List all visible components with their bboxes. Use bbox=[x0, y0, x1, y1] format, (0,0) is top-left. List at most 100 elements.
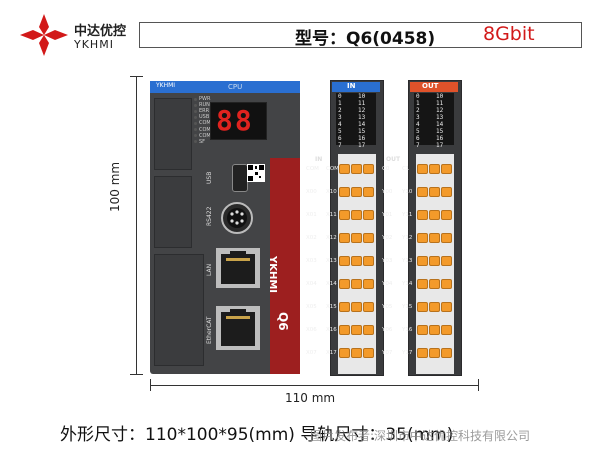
height-dimension-line bbox=[136, 76, 137, 374]
terminal-label: Y02 bbox=[382, 235, 393, 241]
terminal-label: Y11 bbox=[402, 212, 413, 218]
terminal-clamp[interactable] bbox=[351, 164, 362, 174]
ethercat-port[interactable] bbox=[216, 306, 260, 350]
terminal-clamp[interactable] bbox=[441, 279, 452, 289]
terminal-clamp[interactable] bbox=[417, 233, 428, 243]
terminal-clamp[interactable] bbox=[339, 279, 350, 289]
terminal-label: COM bbox=[326, 166, 339, 172]
rs422-port[interactable] bbox=[220, 201, 254, 235]
usb-port-label: USB bbox=[206, 171, 213, 184]
terminal-clamp[interactable] bbox=[339, 256, 350, 266]
terminal-clamp[interactable] bbox=[363, 210, 374, 220]
output-terminal-header: OUT bbox=[386, 156, 401, 163]
model-title: 型号：Q6(0458) bbox=[295, 29, 436, 49]
cpu-cover-panel bbox=[154, 98, 192, 170]
terminal-clamp[interactable] bbox=[441, 302, 452, 312]
brand-name-cn: 中达优控 bbox=[74, 24, 127, 39]
terminal-clamp[interactable] bbox=[429, 256, 440, 266]
terminal-clamp[interactable] bbox=[363, 279, 374, 289]
terminal-clamp[interactable] bbox=[417, 348, 428, 358]
terminal-clamp[interactable] bbox=[441, 187, 452, 197]
terminal-clamp[interactable] bbox=[363, 348, 374, 358]
terminal-clamp[interactable] bbox=[441, 233, 452, 243]
qr-code-icon bbox=[247, 164, 265, 182]
output-led-numbers: 0 1 2 3 4 5 6 7 bbox=[416, 93, 420, 149]
terminal-clamp[interactable] bbox=[441, 256, 452, 266]
terminal-clamp[interactable] bbox=[339, 164, 350, 174]
terminal-label: Y00 bbox=[382, 189, 393, 195]
terminal-clamp[interactable] bbox=[351, 210, 362, 220]
status-led: COM1 bbox=[194, 120, 214, 126]
width-tick-right bbox=[478, 379, 479, 391]
terminal-clamp[interactable] bbox=[417, 279, 428, 289]
terminal-label: Y07 bbox=[382, 350, 393, 356]
terminal-clamp[interactable] bbox=[429, 233, 440, 243]
terminal-clamp[interactable] bbox=[417, 210, 428, 220]
terminal-clamp[interactable] bbox=[351, 187, 362, 197]
terminal-clamp[interactable] bbox=[417, 164, 428, 174]
terminal-clamp[interactable] bbox=[363, 164, 374, 174]
cpu-label: CPU bbox=[228, 83, 243, 91]
terminal-clamp[interactable] bbox=[351, 348, 362, 358]
terminal-clamp[interactable] bbox=[351, 302, 362, 312]
terminal-clamp[interactable] bbox=[339, 233, 350, 243]
terminal-clamp[interactable] bbox=[339, 302, 350, 312]
usb-port[interactable] bbox=[232, 164, 248, 192]
input-terminal-header: IN bbox=[315, 156, 323, 163]
terminal-clamp[interactable] bbox=[339, 187, 350, 197]
terminal-clamp[interactable] bbox=[429, 302, 440, 312]
brand-strip bbox=[270, 158, 300, 374]
terminal-label: Y12 bbox=[402, 235, 413, 241]
terminal-clamp[interactable] bbox=[363, 187, 374, 197]
terminal-clamp[interactable] bbox=[351, 233, 362, 243]
terminal-clamp[interactable] bbox=[441, 210, 452, 220]
terminal-label: Y13 bbox=[402, 258, 413, 264]
terminal-clamp[interactable] bbox=[417, 187, 428, 197]
status-led: SF bbox=[194, 139, 214, 145]
terminal-clamp[interactable] bbox=[363, 256, 374, 266]
terminal-clamp[interactable] bbox=[429, 164, 440, 174]
terminal-clamp[interactable] bbox=[429, 210, 440, 220]
terminal-label: X11 bbox=[326, 212, 337, 218]
terminal-label: COM bbox=[306, 166, 319, 172]
cpu-header-bar bbox=[150, 81, 300, 93]
terminal-clamp[interactable] bbox=[363, 302, 374, 312]
terminal-clamp[interactable] bbox=[351, 256, 362, 266]
terminal-label: X14 bbox=[326, 281, 337, 287]
terminal-label: X05 bbox=[306, 304, 317, 310]
cpu-cover-panel bbox=[154, 176, 192, 248]
input-module-header bbox=[332, 82, 380, 92]
terminal-clamp[interactable] bbox=[441, 348, 452, 358]
terminal-clamp[interactable] bbox=[441, 325, 452, 335]
terminal-clamp[interactable] bbox=[351, 279, 362, 289]
lan-port[interactable] bbox=[216, 248, 260, 288]
cpu-cover-panel bbox=[154, 254, 204, 366]
terminal-clamp[interactable] bbox=[429, 279, 440, 289]
lan-port-label: LAN bbox=[206, 263, 213, 276]
terminal-clamp[interactable] bbox=[429, 325, 440, 335]
terminal-clamp[interactable] bbox=[429, 187, 440, 197]
status-led: RUN bbox=[194, 102, 214, 108]
terminal-clamp[interactable] bbox=[417, 256, 428, 266]
seven-segment-display bbox=[210, 102, 267, 140]
terminal-clamp[interactable] bbox=[339, 325, 350, 335]
terminal-clamp[interactable] bbox=[429, 348, 440, 358]
terminal-clamp[interactable] bbox=[363, 325, 374, 335]
output-module-title: OUT bbox=[422, 82, 439, 90]
terminal-clamp[interactable] bbox=[363, 233, 374, 243]
terminal-clamp[interactable] bbox=[351, 325, 362, 335]
terminal-clamp[interactable] bbox=[417, 302, 428, 312]
terminal-label: Y06 bbox=[382, 327, 393, 333]
terminal-label: Y05 bbox=[382, 304, 393, 310]
terminal-clamp[interactable] bbox=[339, 348, 350, 358]
height-tick-bottom bbox=[130, 374, 143, 375]
model-box bbox=[139, 22, 582, 48]
terminal-label: X06 bbox=[306, 327, 317, 333]
dimension-spec: 外形尺寸：110*100*95(mm) 导轨尺寸：35(mm) bbox=[60, 425, 454, 445]
terminal-clamp[interactable] bbox=[441, 164, 452, 174]
terminal-clamp[interactable] bbox=[339, 210, 350, 220]
terminal-label: X07 bbox=[306, 350, 317, 356]
terminal-label: X17 bbox=[326, 350, 337, 356]
terminal-label: X01 bbox=[306, 212, 317, 218]
terminal-clamp[interactable] bbox=[417, 325, 428, 335]
